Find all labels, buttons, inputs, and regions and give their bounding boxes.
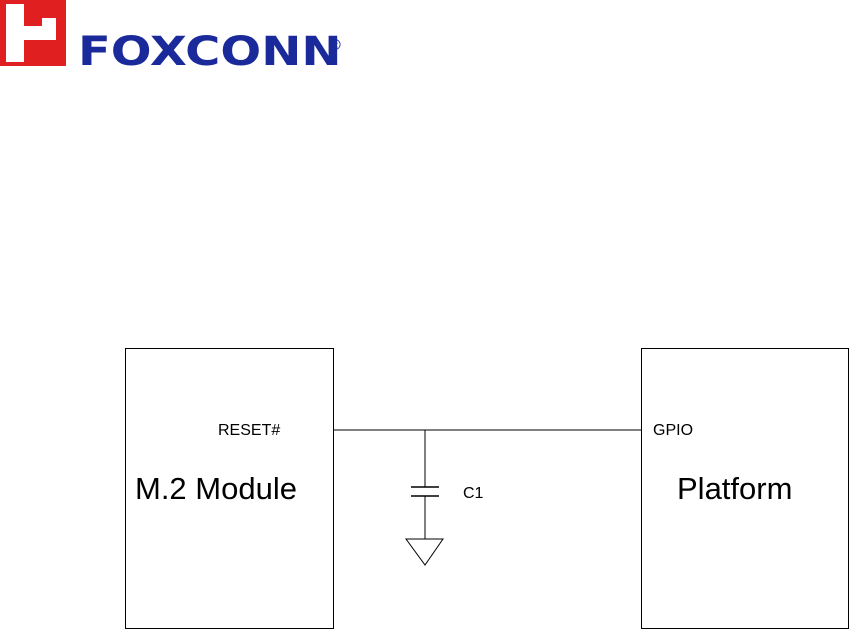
capacitor-label: C1 — [463, 485, 483, 503]
ground-symbol — [406, 539, 443, 565]
reset-pin-label: RESET# — [218, 422, 280, 440]
gpio-pin-label: GPIO — [653, 422, 693, 440]
platform-label: Platform — [677, 472, 792, 506]
m2-module-label: M.2 Module — [135, 472, 297, 506]
